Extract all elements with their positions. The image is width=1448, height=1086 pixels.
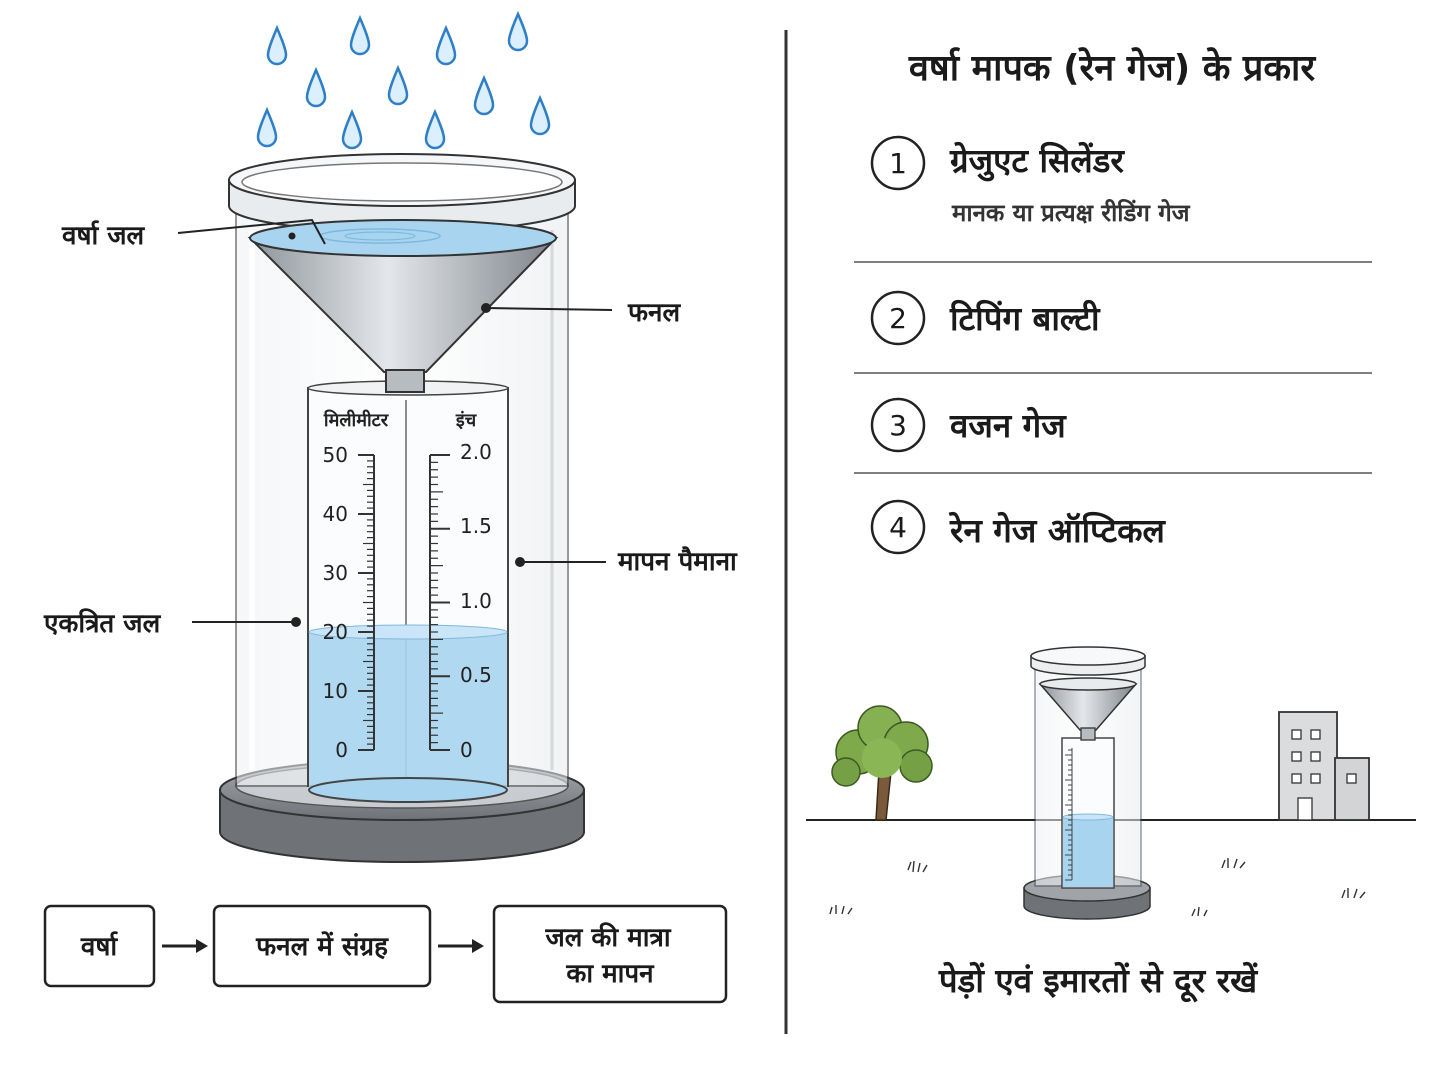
number-badge (870, 397, 926, 453)
mm-tick-label: 0 (335, 738, 348, 762)
panel-title: वर्षा मापक (रेन गेज) के प्रकार (908, 47, 1316, 89)
type-item-1: 1 ग्रेजुएट सिलेंडर मानक या प्रत्यक्ष रीड… (870, 135, 1191, 227)
collected-water-label: एकत्रित जल (43, 608, 162, 639)
mm-scale (358, 454, 375, 751)
raindrop-icon (305, 66, 327, 108)
placement-scene (806, 646, 1416, 920)
raindrop-icon (387, 64, 409, 106)
callouts: वर्षा जल फनल मापन पैमाना एकत्रित जल (43, 218, 738, 639)
inch-scale (429, 454, 450, 751)
funnel-spout (385, 369, 425, 393)
type-item-2: 2 टिपिंग बाल्टी (870, 290, 1101, 346)
inch-unit-label: इंच (455, 410, 478, 431)
building-icon (1278, 711, 1370, 821)
type-name: रेन गेज ऑप्टिकल (948, 511, 1166, 550)
flow-step-box (492, 904, 728, 1004)
mm-tick-label: 20 (323, 620, 348, 644)
raindrops (256, 10, 551, 150)
number-badge (870, 135, 926, 191)
main-rain-gauge: मिलीमीटर इंच 50 40 30 20 10 0 2.0 1.5 1.… (219, 153, 585, 863)
funnel-label: फनल (627, 298, 681, 328)
flow-step-measure-line2: का मापन (565, 959, 655, 989)
arrow-right-icon (472, 939, 484, 953)
flow-step-measure-line1: जल की मात्रा (544, 922, 671, 953)
raindrop-icon (529, 94, 551, 136)
type-subtitle: मानक या प्रत्यक्ष रीडिंग गेज (951, 199, 1191, 227)
type-number: 4 (889, 511, 907, 544)
collected-water-column (309, 632, 507, 790)
inch-tick-label: 0 (460, 738, 473, 762)
type-name: वजन गेज (949, 406, 1067, 445)
number-badge (870, 290, 926, 346)
flow-step-box (43, 904, 156, 988)
flow-step-collect: फनल में संग्रह (255, 931, 389, 962)
mm-tick-label: 30 (323, 561, 348, 585)
type-item-4: 4 रेन गेज ऑप्टिकल (870, 499, 1166, 555)
type-name: टिपिंग बाल्टी (949, 299, 1101, 338)
mm-unit-label: मिलीमीटर (323, 409, 389, 431)
raindrop-icon (424, 108, 446, 150)
raindrop-icon (266, 24, 288, 66)
inch-tick-label: 1.0 (460, 589, 492, 613)
raindrop-icon (349, 14, 371, 56)
type-number: 1 (889, 147, 907, 180)
mm-tick-label: 10 (323, 679, 348, 703)
scale-label: मापन पैमाना (617, 546, 738, 577)
inch-tick-label: 0.5 (460, 663, 492, 687)
arrow-right-icon (196, 939, 208, 953)
raindrop-icon (341, 108, 363, 150)
mm-tick-label: 50 (323, 443, 348, 467)
type-number: 3 (889, 409, 907, 442)
grass-icon (829, 858, 1366, 917)
type-name: ग्रेजुएट सिलेंडर (949, 141, 1125, 182)
raindrop-icon (435, 24, 457, 66)
inch-tick-label: 1.5 (460, 514, 492, 538)
number-badge (870, 499, 926, 555)
small-rain-gauge (1023, 646, 1151, 920)
raindrop-icon (256, 106, 278, 148)
type-item-3: 3 वजन गेज (870, 397, 1067, 453)
process-flow: वर्षा फनल में संग्रह जल की मात्रा का माप… (43, 904, 728, 1004)
rain-water-label: वर्षा जल (61, 220, 146, 251)
raindrop-icon (507, 10, 529, 52)
flow-step-box (212, 904, 432, 988)
raindrop-icon (473, 74, 495, 116)
inch-tick-label: 2.0 (460, 440, 492, 464)
flow-step-rain: वर्षा (80, 931, 118, 962)
tree-icon (831, 705, 933, 821)
placement-note: पेड़ों एवं इमारतों से दूर रखें (938, 961, 1258, 1003)
mm-tick-label: 40 (323, 502, 348, 526)
type-number: 2 (889, 302, 907, 335)
